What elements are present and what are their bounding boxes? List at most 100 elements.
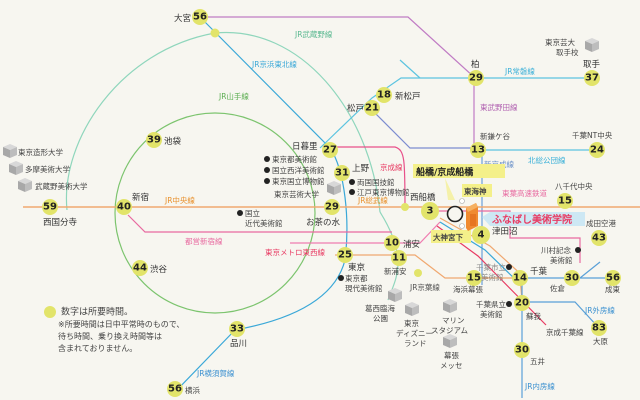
junction-dot [401,203,409,211]
svg-text:品川: 品川 [230,339,247,349]
label-jr-musashino: JR武蔵野線 [294,29,333,39]
svg-text:83: 83 [592,323,606,334]
station-tokaijin[interactable]: 東海神 [464,186,487,196]
line-top-purple [208,16,475,155]
svg-text:松戸: 松戸 [347,103,364,114]
label-jr-yamanote: JR山手線 [218,91,249,101]
svg-text:大宮: 大宮 [174,13,191,24]
landmark-marine-2: スタジアム [431,326,468,335]
messe-cube-icon [443,334,457,348]
svg-text:24: 24 [590,145,604,156]
landmark-geidai-toride-2: 取手校 [556,47,579,57]
line-tozai [290,221,441,244]
disney-cube-icon [405,302,419,316]
landmark-chiba-pref: 千葉県立 [476,299,506,309]
funabashi-station-circle [446,205,464,223]
svg-text:21: 21 [365,103,379,114]
svg-text:取手: 取手 [583,59,601,70]
hub-label: 船橋/京成船橋 [416,166,474,178]
station-ohara[interactable]: 83 大原 [591,320,608,346]
label-jr-chuo: JR中央線 [164,195,195,205]
label-keisei: 京成線 [380,162,403,172]
svg-text:新浦安: 新浦安 [384,266,407,276]
landmark-kasai: 葛西臨海 [365,303,395,313]
svg-text:29: 29 [325,202,339,213]
station-chibant[interactable]: 24 千葉NT中央 [572,130,613,158]
svg-text:お茶の水: お茶の水 [306,217,341,228]
landmark-tamabi: 多摩美術大学 [25,164,70,174]
destination-label[interactable]: ふなばし美術学院 [492,213,572,226]
line-jr-yamanote [114,112,316,314]
svg-text:五井: 五井 [530,356,545,366]
landmark-kokugikan: 両国国技館 [357,177,395,187]
legend-title: 数字は所要時間。 [61,307,134,318]
svg-text:横浜: 横浜 [185,385,200,395]
landmarks: 東京芸大 取手校 東京造形大学 多摩美術大学 武蔵野美術大学 東京都美術館 国立… [3,37,599,370]
line-narita [579,261,601,279]
label-tobu-noda: 東武野田線 [480,102,518,112]
label-jr-sobu: JR総武線 [357,195,388,205]
junction-dot [414,269,422,277]
landmark-disney: 東京 [404,318,419,328]
station-ochanomizu[interactable]: 29 お茶の水 [306,199,341,228]
label-toei-shinjuku: 都営新宿線 [185,236,223,246]
university-cube-icon [3,144,17,158]
svg-text:海浜幕張: 海浜幕張 [453,284,483,294]
stadium-cube-icon [443,299,457,313]
funabashi-hub[interactable]: 船橋/京成船橋 東海神 大神宮下 ふなばし美術学院 [413,164,585,243]
landmark-hakubutsukan: 東京国立博物館 [272,176,325,186]
label-hokuso: 北総公団線 [528,155,566,165]
svg-text:43: 43 [592,233,606,244]
svg-text:3: 3 [427,206,434,217]
landmark-marine: マリン [442,316,465,325]
station-kashiwa[interactable]: 29柏 [468,59,484,86]
line-toei-shinjuku [127,214,392,233]
line-toyo [425,210,581,263]
svg-text:大原: 大原 [593,336,608,346]
landmark-edo: 江戸東京博物館 [357,187,410,197]
svg-text:渋谷: 渋谷 [150,264,168,275]
svg-text:千葉NT中央: 千葉NT中央 [572,130,613,140]
line-jr-keihin-tohoku [174,16,348,393]
station-daijingu[interactable]: 大神宮下 [433,232,463,242]
svg-text:成東: 成東 [605,284,620,294]
landmark-seiyo: 国立西洋美術館 [272,165,325,175]
line-jr-musashino [65,32,216,211]
landmark-kasai-2: 公園 [373,314,388,323]
svg-text:15: 15 [467,273,481,284]
svg-text:39: 39 [147,135,161,146]
line-labels: JR武蔵野線 JR京浜東北線 JR山手線 JR常磐線 東武野田線 京成線 JR総… [164,29,615,391]
svg-text:56: 56 [168,384,182,395]
svg-text:44: 44 [133,263,147,274]
svg-text:新鎌ケ谷: 新鎌ケ谷 [480,131,510,141]
svg-text:25: 25 [338,250,352,261]
svg-text:14: 14 [513,273,527,284]
landmark-chiba-city-2: 美術館 [481,272,504,282]
